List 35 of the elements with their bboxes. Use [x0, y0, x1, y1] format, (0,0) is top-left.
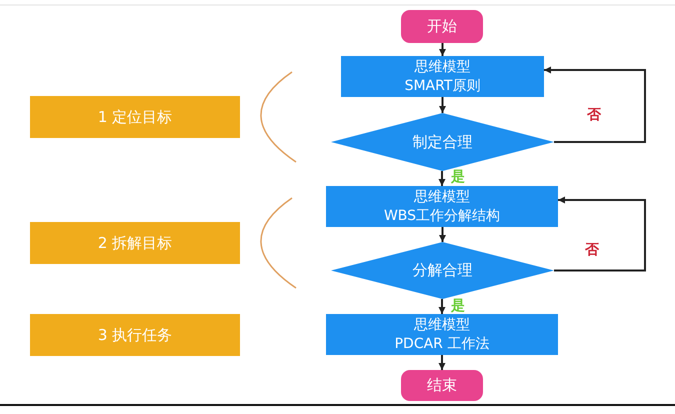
box-heading: 思维模型 — [414, 316, 470, 334]
arrow — [438, 299, 446, 314]
arrow — [438, 355, 446, 370]
box-text: PDCAR 工作法 — [394, 334, 490, 354]
box-text: SMART原则 — [404, 76, 480, 96]
box-label: 1 定位目标 — [98, 108, 172, 126]
edge-label: 是 — [450, 299, 466, 314]
edge-label: 否 — [586, 108, 602, 123]
step-box — [30, 222, 240, 264]
edge-label: 否 — [584, 243, 600, 258]
process-box — [341, 56, 544, 97]
box-label: 开始 — [427, 17, 457, 36]
box-label: 2 拆解目标 — [98, 234, 172, 252]
edge-label: 是 — [450, 170, 466, 185]
step-box — [30, 96, 240, 138]
box-text: WBS工作分解结构 — [384, 206, 500, 226]
box-label: 3 执行任务 — [98, 326, 172, 344]
step-box — [30, 314, 240, 356]
terminal-box — [401, 10, 483, 43]
process-box — [326, 186, 558, 227]
process-box — [326, 314, 558, 355]
terminal-box — [401, 370, 483, 401]
arrow — [439, 43, 446, 56]
decision-diamond — [331, 113, 554, 171]
arrow — [438, 171, 446, 186]
box-heading: 思维模型 — [414, 188, 470, 206]
arrow — [439, 227, 446, 242]
arrow — [554, 196, 646, 272]
decision-label: 分解合理 — [412, 261, 472, 280]
decision-diamond — [331, 242, 554, 299]
arrow — [439, 97, 446, 113]
arrow — [544, 66, 646, 143]
box-label: 结束 — [427, 376, 457, 395]
box-heading: 思维模型 — [414, 58, 470, 76]
decision-label: 制定合理 — [412, 132, 472, 152]
